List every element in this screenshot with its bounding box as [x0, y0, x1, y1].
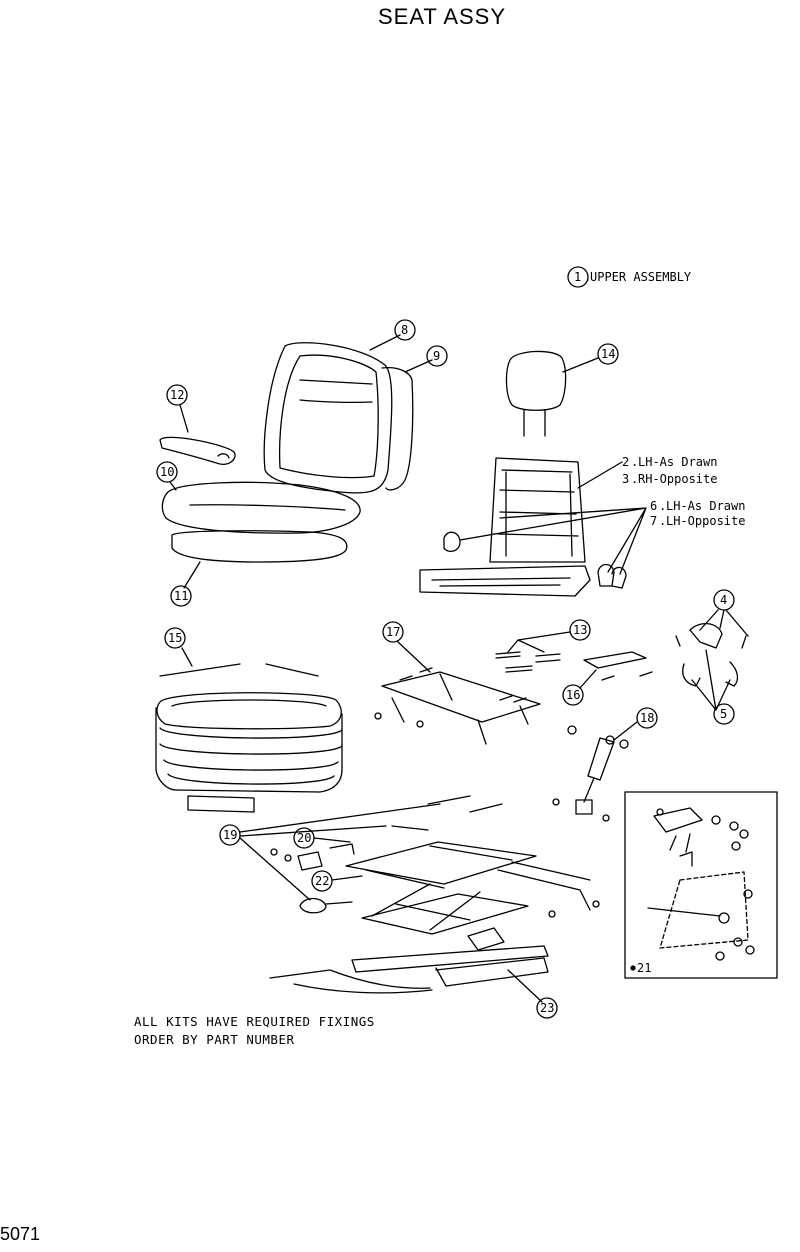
svg-text:8: 8 — [401, 323, 408, 337]
callout-12: 12 — [166, 384, 189, 433]
backrest-frame — [419, 457, 627, 597]
slide-bracket — [583, 651, 653, 681]
note-line-1: ALL KITS HAVE REQUIRED FIXINGS — [134, 1014, 375, 1029]
gas-strut — [552, 725, 629, 822]
legend-item-7-text: LH-Opposite — [666, 514, 745, 528]
callout-8: 8 — [369, 319, 416, 351]
callout-21: 21 — [630, 961, 651, 975]
legend-item-2-text: LH-As Drawn — [638, 455, 717, 469]
svg-text:23: 23 — [540, 1001, 554, 1015]
svg-text:11: 11 — [174, 589, 188, 603]
svg-text:10: 10 — [160, 465, 174, 479]
legend-item-3-text: RH-Opposite — [638, 472, 717, 486]
svg-text:13: 13 — [573, 623, 587, 637]
legend-item-6-text: LH-As Drawn — [666, 499, 745, 513]
callout-23: 23 — [507, 969, 558, 1019]
callout-6-7: 6 . LH-As Drawn 7 . LH-Opposite — [459, 499, 745, 575]
svg-text:20: 20 — [297, 831, 311, 845]
svg-text:.: . — [631, 472, 638, 486]
svg-text:19: 19 — [223, 828, 237, 842]
callout-13: 13 — [507, 619, 591, 653]
svg-text:16: 16 — [566, 688, 580, 702]
svg-text:17: 17 — [386, 625, 400, 639]
svg-text:.: . — [584, 270, 591, 284]
page-number: 5071 — [0, 1224, 41, 1244]
svg-text:7: 7 — [650, 514, 657, 528]
headrest — [505, 350, 567, 437]
callout-22: 22 — [311, 870, 363, 892]
callout-9: 9 — [404, 345, 448, 373]
svg-text:2: 2 — [622, 455, 629, 469]
springs — [495, 651, 561, 673]
callout-19: 19 — [219, 803, 441, 901]
scissor-mechanism — [270, 795, 600, 951]
detail-inset-box — [624, 791, 778, 979]
seat-cushion — [161, 481, 361, 563]
svg-text:22: 22 — [315, 874, 329, 888]
callout-2-3: 2 . LH-As Drawn 3 . RH-Opposite — [577, 455, 717, 489]
note-line-2: ORDER BY PART NUMBER — [134, 1032, 295, 1047]
slide-rails — [269, 945, 549, 994]
bracket-20 — [297, 843, 355, 871]
suspension-bellows — [155, 663, 343, 813]
svg-text:9: 9 — [433, 349, 440, 363]
svg-text:3: 3 — [622, 472, 629, 486]
svg-text:12: 12 — [170, 388, 184, 402]
legend-item-1: 1 . UPPER ASSEMBLY — [567, 266, 692, 288]
seat-slide-frame — [374, 667, 541, 745]
svg-text:.: . — [659, 514, 666, 528]
svg-text:5: 5 — [720, 707, 727, 721]
svg-text:.: . — [659, 499, 666, 513]
svg-text:18: 18 — [640, 711, 654, 725]
svg-text:15: 15 — [168, 631, 182, 645]
callout-11: 11 — [170, 561, 201, 607]
callout-17: 17 — [382, 621, 431, 673]
svg-text:6: 6 — [650, 499, 657, 513]
callout-16: 16 — [562, 669, 597, 706]
callout-1-number: 1 — [574, 270, 581, 284]
armrest — [159, 436, 236, 465]
hinge-brackets — [675, 623, 747, 687]
callout-18: 18 — [613, 707, 658, 741]
svg-text:.: . — [631, 455, 638, 469]
page-title: SEAT ASSY — [377, 4, 507, 29]
legend-item-1-text: UPPER ASSEMBLY — [590, 270, 692, 284]
svg-text:14: 14 — [601, 347, 615, 361]
callout-4: 4 — [699, 589, 749, 637]
callout-10: 10 — [156, 461, 178, 491]
callout-14: 14 — [562, 343, 619, 373]
callout-15: 15 — [164, 627, 193, 667]
svg-text:21: 21 — [637, 961, 651, 975]
svg-text:4: 4 — [720, 593, 727, 607]
callout-5: 5 — [691, 649, 735, 725]
callout-20: 20 — [293, 827, 351, 849]
backrest-cushion — [263, 342, 414, 494]
